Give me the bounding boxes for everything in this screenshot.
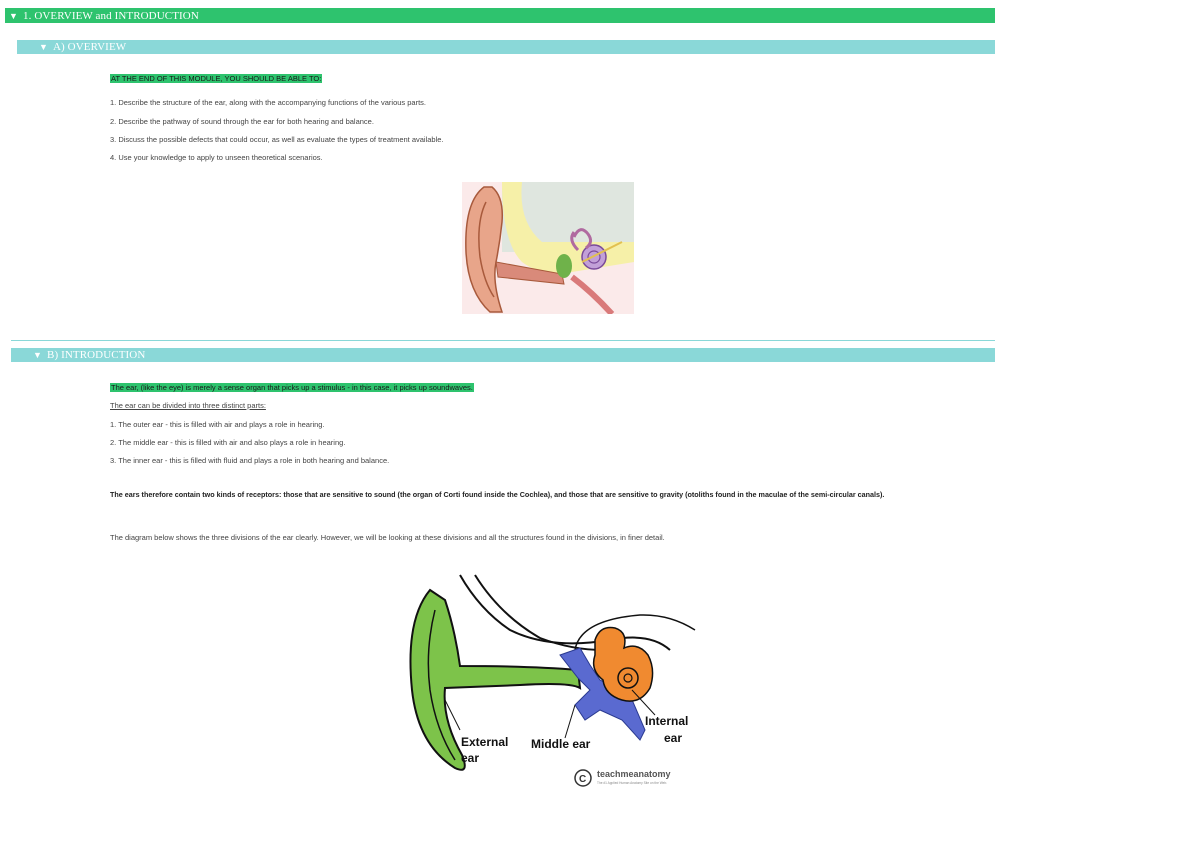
collapse-arrow-icon[interactable]: ▼ [33,350,43,360]
subsection-header-introduction[interactable]: ▼ B) INTRODUCTION [11,348,995,362]
ear-anatomy-illustration [462,182,634,314]
collapse-arrow-icon[interactable]: ▼ [39,42,49,52]
objective-item: 2. Describe the pathway of sound through… [110,117,374,126]
objective-item: 1. Describe the structure of the ear, al… [110,98,427,107]
objectives-heading: AT THE END OF THIS MODULE, YOU SHOULD BE… [110,74,323,83]
section-title: 1. OVERVIEW and INTRODUCTION [23,9,199,22]
section-header-overview-introduction[interactable]: ▼ 1. OVERVIEW and INTRODUCTION [5,8,995,23]
label-external-ear-line2: ear [461,751,479,765]
label-external-ear: External [461,735,508,749]
receptors-text: The ears therefore contain two kinds of … [110,490,885,499]
label-middle-ear: Middle ear [531,737,591,751]
copyright-icon [574,769,592,787]
label-internal-ear-line2: ear [664,731,682,745]
ear-part-item: 1. The outer ear - this is filled with a… [110,420,325,429]
objective-item: 3. Discuss the possible defects that cou… [110,135,444,144]
label-internal-ear: Internal [645,714,688,728]
ear-divisions-diagram: External ear Middle ear Internal ear C t… [409,574,696,787]
diagram-note: The diagram below shows the three divisi… [110,533,665,542]
divided-text: The ear can be divided into three distin… [110,401,266,410]
copyright-symbol: C [579,774,586,785]
ear-part-item: 2. The middle ear - this is filled with … [110,438,346,447]
ear-part-item: 3. The inner ear - this is filled with f… [110,456,390,465]
intro-text: The ear, (like the eye) is merely a sens… [110,383,474,392]
subsection-header-overview[interactable]: ▼ A) OVERVIEW [17,40,995,54]
objective-item: 4. Use your knowledge to apply to unseen… [110,153,323,162]
subsection-title: A) OVERVIEW [53,41,127,53]
brand-name: teachmeanatomy [597,769,671,779]
collapse-arrow-icon[interactable]: ▼ [9,10,19,21]
brand-tagline: The #1 Applied Human Anatomy Site on the… [597,781,667,785]
section-divider [11,340,995,341]
subsection-title: B) INTRODUCTION [47,349,146,361]
